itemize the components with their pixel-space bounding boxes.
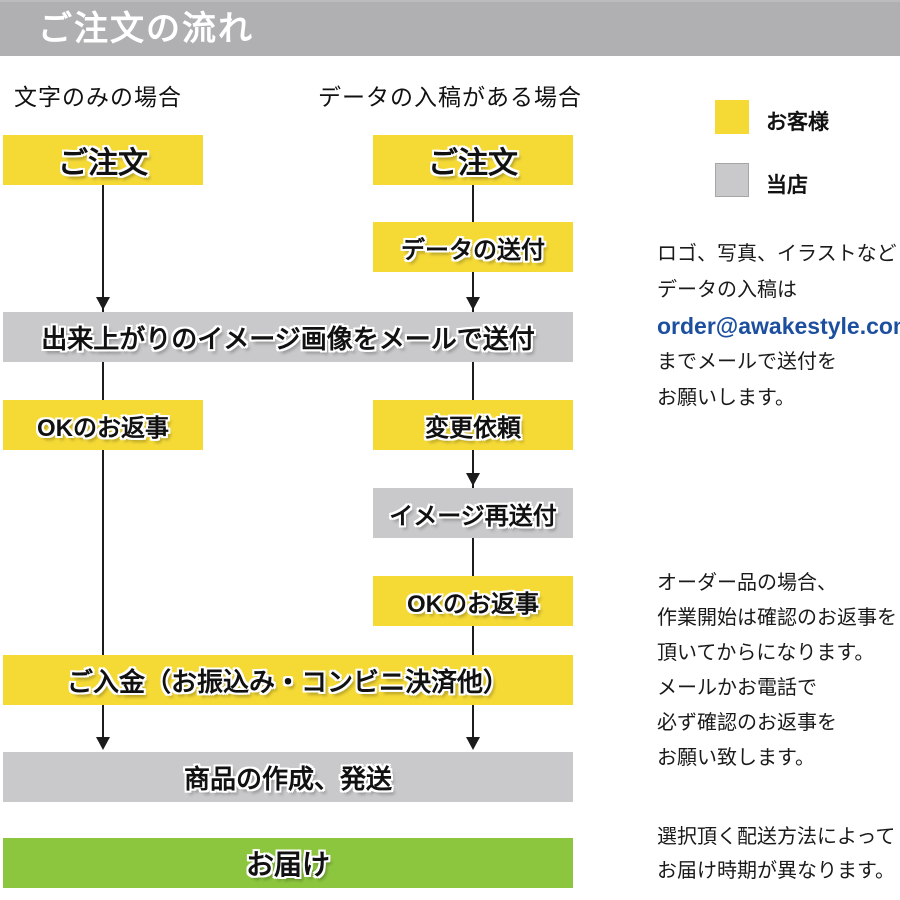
flow-box-change-request: 変更依頼: [373, 400, 573, 450]
note-line: データの入稿は: [657, 279, 797, 301]
note-line: メールかお電話で: [657, 677, 817, 699]
arrow-down-icon: [96, 297, 110, 310]
flow-box-data-send: データの送付: [373, 222, 573, 272]
note-line: 作業開始は確認のお返事を: [657, 607, 897, 629]
flow-box-order-left: ご注文: [3, 135, 203, 185]
legend-swatch-customer: [715, 100, 749, 134]
flow-box-order-right: ご注文: [373, 135, 573, 185]
email-address: order@awakestyle.com: [657, 313, 900, 339]
legend-label-customer: お客様: [766, 111, 829, 134]
note-line: お届け時期が異なります。: [657, 860, 895, 882]
flow-box-image-resend: イメージ再送付: [373, 488, 573, 538]
note-line: までメールで送付を: [657, 351, 837, 373]
header-bar: ご注文の流れ: [0, 0, 900, 56]
note-line: お願い致します。: [657, 747, 815, 769]
arrow-down-icon: [96, 737, 110, 750]
flow-box-ok-left: OKのお返事: [3, 400, 203, 450]
flow-box-ok-right: OKのお返事: [373, 576, 573, 626]
arrow-down-icon: [466, 473, 480, 486]
arrow-down-icon: [466, 737, 480, 750]
arrow-down-icon: [466, 297, 480, 310]
legend-label-shop: 当店: [766, 174, 808, 197]
note-line: 必ず確認のお返事を: [657, 712, 837, 734]
note-line: オーダー品の場合、: [657, 572, 837, 594]
note-line: 頂いてからになります。: [657, 642, 875, 664]
legend-swatch-shop: [715, 163, 749, 197]
note-line: お願いします。: [657, 387, 795, 409]
column-header-text-only: 文字のみの場合: [14, 84, 182, 110]
note-line: 選択頂く配送方法によって: [657, 826, 896, 848]
column-header-with-data: データの入稿がある場合: [318, 84, 582, 110]
flow-line-left: [102, 185, 104, 747]
note-data-submission: ロゴ、写真、イラストなど データの入稿は order@awakestyle.co…: [657, 236, 900, 416]
flow-line-right: [472, 185, 474, 747]
page-title: ご注文の流れ: [38, 10, 254, 48]
note-delivery-timing: 選択頂く配送方法によって お届け時期が異なります。: [657, 820, 895, 888]
note-line: ロゴ、写真、イラストなど: [657, 243, 897, 265]
flow-box-image-send: 出来上がりのイメージ画像をメールで送付: [3, 312, 573, 362]
flow-box-delivery: お届け: [3, 838, 573, 888]
note-confirmation: オーダー品の場合、 作業開始は確認のお返事を 頂いてからになります。 メールかお…: [657, 566, 897, 776]
flow-box-payment: ご入金（お振込み・コンビニ決済他）: [3, 655, 573, 705]
flow-box-production: 商品の作成、発送: [3, 752, 573, 802]
